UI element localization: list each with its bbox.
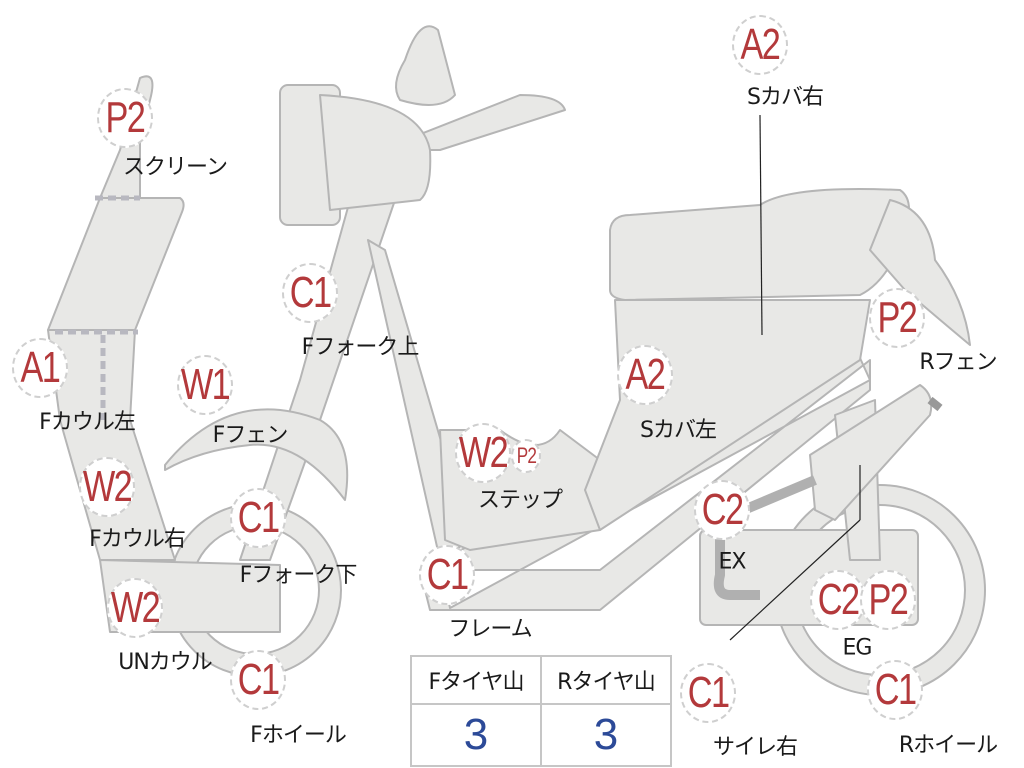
part-label-step: ステップ [477, 488, 563, 513]
grade-badge-exhaust: C2 [694, 480, 750, 540]
grade-badge-front-fork-lower: C1 [230, 488, 286, 548]
part-label-side-cover-left: Sカバ左 [640, 418, 717, 443]
part-label-under-cowl: UNカウル [118, 650, 213, 675]
part-label-engine: EG [842, 635, 873, 661]
front-tire-value: 3 [410, 703, 542, 767]
grade-badge-screen: P2 [97, 88, 153, 148]
part-label-frame: フレーム [448, 617, 532, 642]
grade-badge-side-cover-right: A2 [732, 15, 788, 75]
grade-badge-front-cowl-right: W2 [79, 457, 135, 517]
part-label-rear-wheel: Rホイール [898, 733, 998, 758]
exhaust-pipe [713, 475, 817, 600]
front-tire-header: Fタイヤ山 [410, 655, 542, 705]
part-label-front-fork-lower: Fフォーク下 [239, 563, 358, 588]
part-label-side-cover-right: Sカバ右 [747, 85, 824, 110]
part-label-front-fender: Fフェン [212, 423, 289, 448]
tire-tread-table: Fタイヤ山 Rタイヤ山 3 3 [410, 655, 672, 767]
part-label-front-fork-upper: Fフォーク上 [301, 335, 420, 360]
part-label-front-cowl-right: Fカウル右 [89, 527, 186, 552]
part-label-silencer-right: サイレ右 [712, 735, 798, 760]
grade-badge-front-cowl-left: A1 [12, 338, 68, 398]
seat [609, 188, 910, 301]
grade-badge-silencer-right: C1 [680, 663, 736, 723]
grade-badge-under-cowl: W2 [107, 578, 163, 638]
grade-badge-rear-fender: P2 [869, 288, 925, 348]
part-label-exhaust: EX [718, 549, 747, 575]
part-label-front-wheel: Fホイール [250, 723, 347, 748]
grade-badge-front-wheel: C1 [230, 650, 286, 710]
mirror [395, 25, 456, 106]
part-label-front-cowl-left: Fカウル左 [39, 410, 136, 435]
grade-badge-front-fork-upper: C1 [282, 263, 338, 323]
front-fender [164, 408, 349, 501]
grade-badge-step-secondary: P2 [511, 439, 541, 473]
rear-tire-value: 3 [540, 703, 672, 767]
grade-badge-engine: C2 [810, 570, 866, 630]
grade-badge-front-fender: W1 [177, 355, 233, 415]
grade-badge-frame: C1 [419, 545, 475, 605]
rear-tire-header: Rタイヤ山 [540, 655, 672, 705]
grade-badge-step: W2 [455, 423, 511, 483]
grade-badge-engine-secondary: P2 [860, 570, 916, 630]
rear-fender [869, 199, 971, 346]
part-label-rear-fender: Rフェン [919, 350, 997, 375]
handlebar [379, 94, 566, 151]
part-label-screen: スクリーン [123, 155, 228, 180]
grade-badge-side-cover-left: A2 [617, 345, 673, 405]
front-cowl-upper [47, 197, 185, 331]
grade-badge-rear-wheel: C1 [867, 660, 923, 720]
